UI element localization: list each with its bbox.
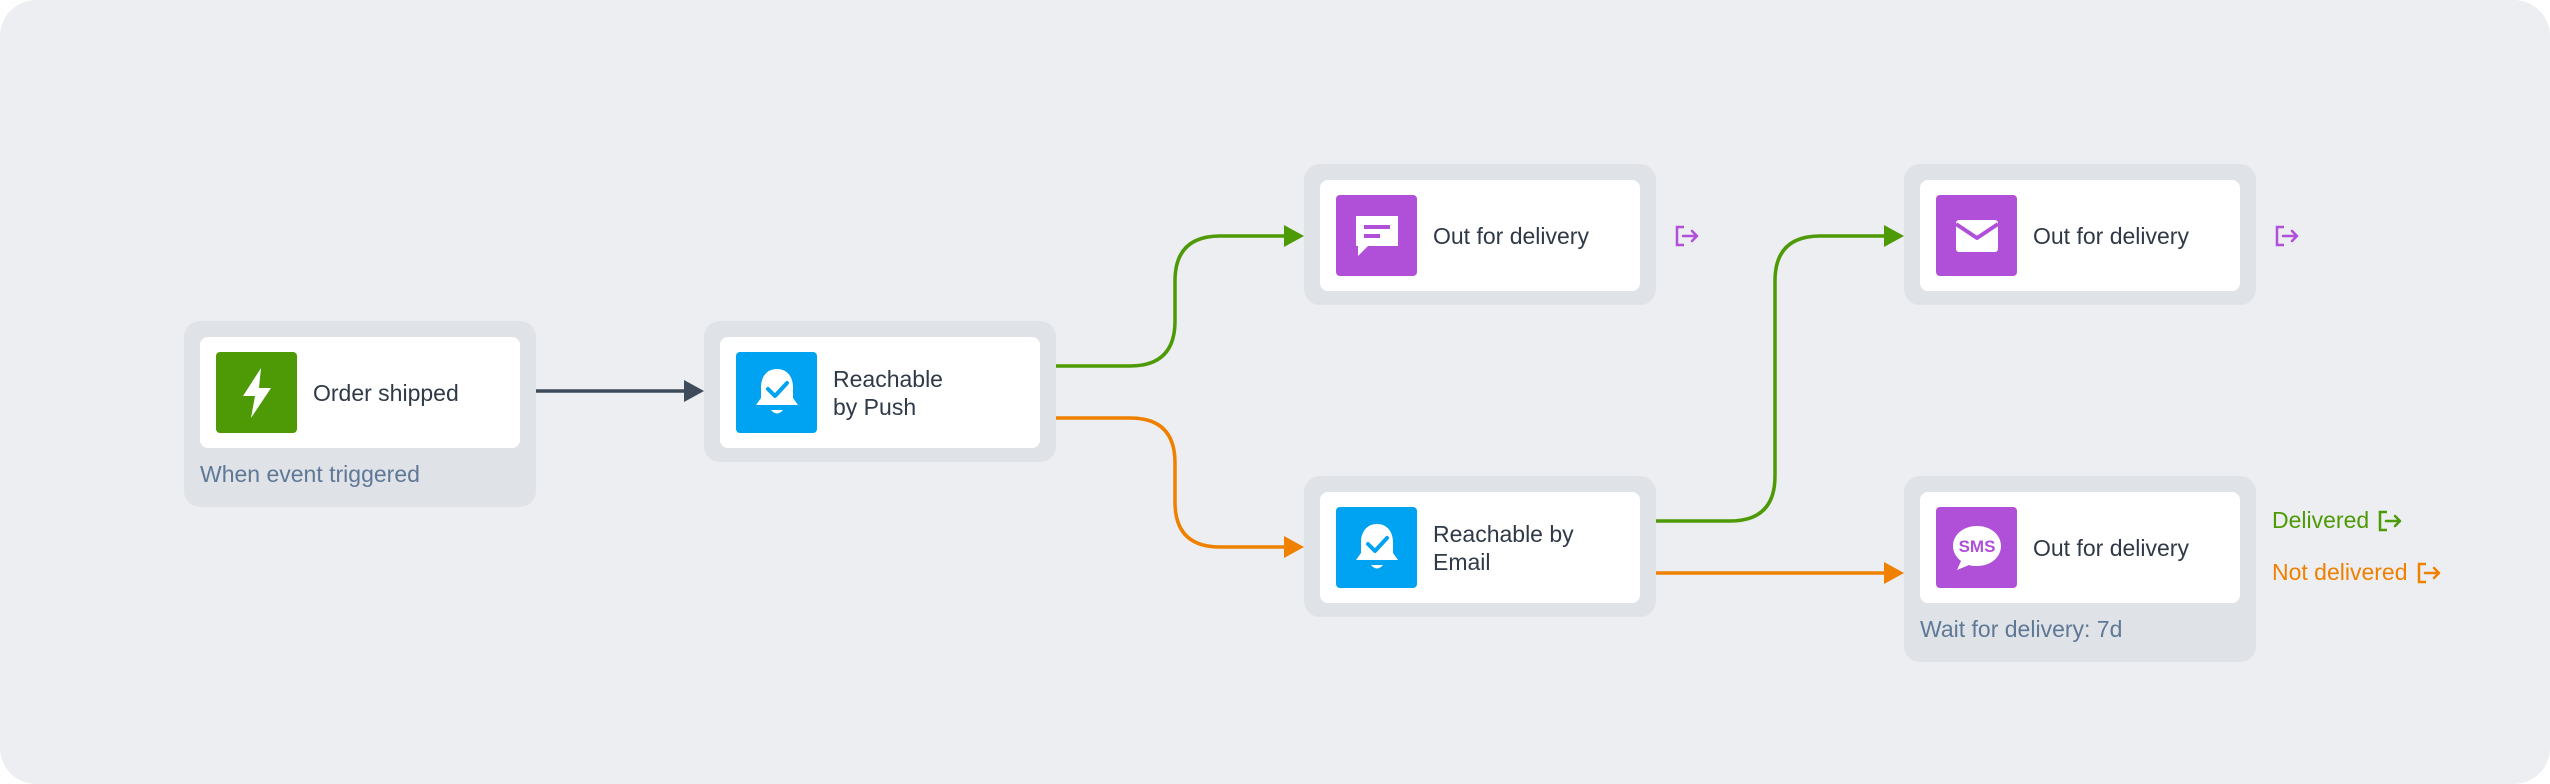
node-card[interactable]: SMS Out for delivery (1920, 492, 2240, 603)
node-card[interactable]: Out for delivery (1320, 180, 1640, 291)
node-card[interactable]: Reachable by Push (720, 337, 1040, 448)
node-title-line1: Reachable (833, 365, 943, 392)
node-title: Order shipped (313, 379, 459, 406)
arrowhead-push (684, 380, 704, 402)
exit-not-delivered-label: Not delivered (2272, 559, 2408, 585)
arrowhead-chat (1284, 225, 1304, 247)
node-subtitle: When event triggered (200, 461, 420, 487)
node-order-shipped[interactable]: Order shipped When event triggered (184, 321, 536, 507)
node-title: Out for delivery (2033, 222, 2189, 249)
node-title-line2: by Push (833, 393, 917, 420)
node-title: Out for delivery (1433, 222, 1589, 249)
node-sms-message[interactable]: SMS Out for delivery Wait for delivery: … (1904, 476, 2256, 662)
link-push-to-chat[interactable] (1040, 234, 1285, 368)
exit-icon (2378, 510, 2402, 531)
arrowhead-envelope (1884, 225, 1904, 247)
exit-icon (2275, 225, 2299, 247)
exit-icon (2417, 562, 2440, 583)
bell-check-icon (736, 352, 817, 433)
node-title-line1: Reachable by (1433, 520, 1574, 547)
arrowhead-email-check (1284, 536, 1304, 558)
arrowhead-sms (1884, 562, 1904, 584)
bell-check-icon (1336, 507, 1417, 588)
exit-envelope[interactable] (2274, 224, 2300, 248)
node-card[interactable]: Order shipped (200, 337, 520, 448)
exit-delivered-label: Delivered (2272, 507, 2370, 533)
node-reachable-push[interactable]: Reachable by Push (704, 321, 1056, 462)
exit-not-delivered[interactable]: Not delivered (2272, 559, 2442, 586)
node-card[interactable]: Reachable by Email (1320, 492, 1640, 603)
envelope-icon (1936, 195, 2017, 276)
chat-message-icon (1336, 195, 1417, 276)
link-push-to-email-check[interactable] (1040, 416, 1285, 549)
exit-icon (1675, 225, 1699, 247)
exit-delivered[interactable]: Delivered (2272, 507, 2403, 534)
node-subtitle: Wait for delivery: 7d (1920, 616, 2123, 642)
node-push-message[interactable]: Out for delivery (1304, 164, 1656, 305)
node-title: Out for delivery (2033, 534, 2189, 561)
sms-icon-label: SMS (1958, 537, 1995, 556)
node-email-message[interactable]: Out for delivery (1904, 164, 2256, 305)
node-reachable-email[interactable]: Reachable by Email (1304, 476, 1656, 617)
node-card[interactable]: Out for delivery (1920, 180, 2240, 291)
lightning-icon (216, 352, 297, 433)
sms-icon: SMS (1936, 507, 2017, 588)
exit-chat[interactable] (1674, 224, 1700, 248)
node-title-line2: Email (1433, 548, 1491, 575)
link-email-to-envelope[interactable] (1640, 234, 1885, 523)
